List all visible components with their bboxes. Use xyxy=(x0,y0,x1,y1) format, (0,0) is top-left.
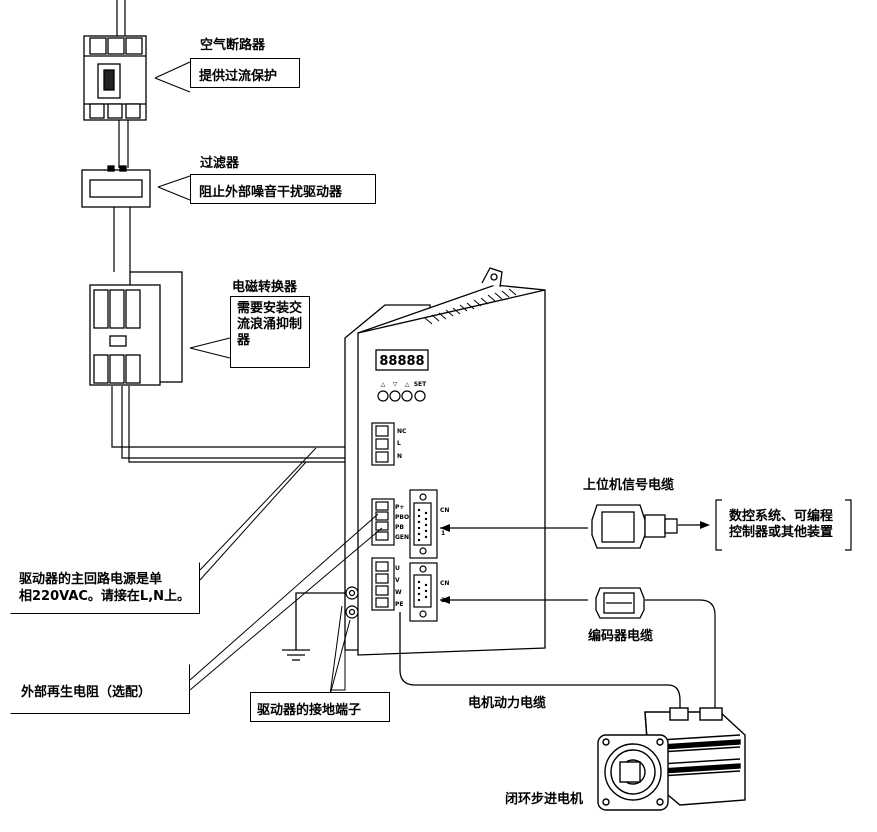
terminal-pbo: PBO xyxy=(395,514,409,521)
driver-buttons[interactable]: △ ▽ △ SET xyxy=(377,381,427,402)
down-button[interactable] xyxy=(389,390,401,402)
cn1-label: CN xyxy=(440,507,449,514)
terminal-nc: NC xyxy=(397,428,407,435)
contactor-note-line: 器 xyxy=(237,333,251,348)
set-button[interactable] xyxy=(414,390,426,402)
regen-note: 外部再生电阻（选配） xyxy=(10,664,190,714)
terminal-l: L xyxy=(397,440,401,447)
host-db-connector xyxy=(591,504,678,549)
air-breaker-note-text: 提供过流保护 xyxy=(199,69,278,84)
shift-button[interactable] xyxy=(401,390,413,402)
regen-terminal-block xyxy=(371,498,395,546)
power-terminal-block xyxy=(371,422,395,466)
cn1-connector xyxy=(409,489,438,559)
button-label: △ xyxy=(381,381,386,388)
contactor-note-line: 需要安装交 xyxy=(237,301,303,316)
filter-note: 阻止外部噪音干扰驱动器 xyxy=(190,174,376,204)
host-note-line: 控制器或其他装置 xyxy=(729,525,834,540)
ground-screws xyxy=(345,586,359,619)
signal-cables xyxy=(440,524,716,712)
cn1-number: 1 xyxy=(441,530,445,537)
button-label: △ xyxy=(405,381,410,388)
motor-cable-label: 电机动力电缆 xyxy=(468,696,547,711)
up-button[interactable] xyxy=(377,390,389,402)
stepper-motor xyxy=(597,707,746,811)
cn2-connector xyxy=(409,562,438,622)
button-label: SET xyxy=(414,381,427,388)
power-note-line: 相220VAC。请接在L,N上。 xyxy=(19,589,191,604)
contactor-label: 电磁转换器 xyxy=(232,280,298,295)
contactor-note: 需要安装交 流浪涌抑制 器 xyxy=(230,296,310,368)
signal-arrows xyxy=(440,521,710,604)
supply-wires xyxy=(111,0,372,463)
encoder-cable-label: 编码器电缆 xyxy=(588,629,654,644)
filter-note-text: 阻止外部噪音干扰驱动器 xyxy=(199,185,343,200)
terminal-u: U xyxy=(395,565,400,572)
driver-vent xyxy=(424,288,517,325)
terminal-w: W xyxy=(395,589,402,596)
ground-note-text: 驱动器的接地端子 xyxy=(257,703,362,718)
cn2-label: CN xyxy=(440,580,449,587)
ground-symbol xyxy=(282,592,346,661)
callout-lines xyxy=(154,61,383,696)
contactor-note-line: 流浪涌抑制 xyxy=(237,317,303,332)
filter-label: 过滤器 xyxy=(200,156,240,171)
noise-filter xyxy=(81,165,151,208)
motor-power-cable xyxy=(399,612,681,712)
terminal-v: V xyxy=(395,577,400,584)
encoder-db-connector xyxy=(595,587,645,619)
terminal-p: P+ xyxy=(395,504,404,511)
display-digits: 88888 xyxy=(379,354,424,369)
magnetic-contactor xyxy=(89,271,183,386)
motor-label: 闭环步进电机 xyxy=(505,792,584,807)
power-note-line: 驱动器的主回路电源是单 xyxy=(19,572,163,587)
air-breaker xyxy=(83,35,147,121)
air-breaker-note: 提供过流保护 xyxy=(190,58,300,88)
host-note: 数控系统、可编程 控制器或其他装置 xyxy=(720,500,850,550)
terminal-pe: PE xyxy=(395,601,404,608)
terminal-gen: GEN xyxy=(395,534,409,541)
button-label: ▽ xyxy=(393,381,398,388)
air-breaker-label: 空气断路器 xyxy=(200,38,266,53)
power-note: 驱动器的主回路电源是单 相220VAC。请接在L,N上。 xyxy=(10,562,200,614)
driver-display xyxy=(375,349,429,371)
ground-note: 驱动器的接地端子 xyxy=(250,692,390,722)
host-cable-label: 上位机信号电缆 xyxy=(583,478,675,493)
regen-note-text: 外部再生电阻（选配） xyxy=(21,685,152,700)
terminal-n: N xyxy=(397,453,402,460)
cn1-pins xyxy=(417,508,428,542)
cn2-pins xyxy=(417,580,428,602)
terminal-pb: PB xyxy=(395,524,404,531)
host-note-line: 数控系统、可编程 xyxy=(729,509,834,524)
motor-terminal-block xyxy=(371,557,395,611)
